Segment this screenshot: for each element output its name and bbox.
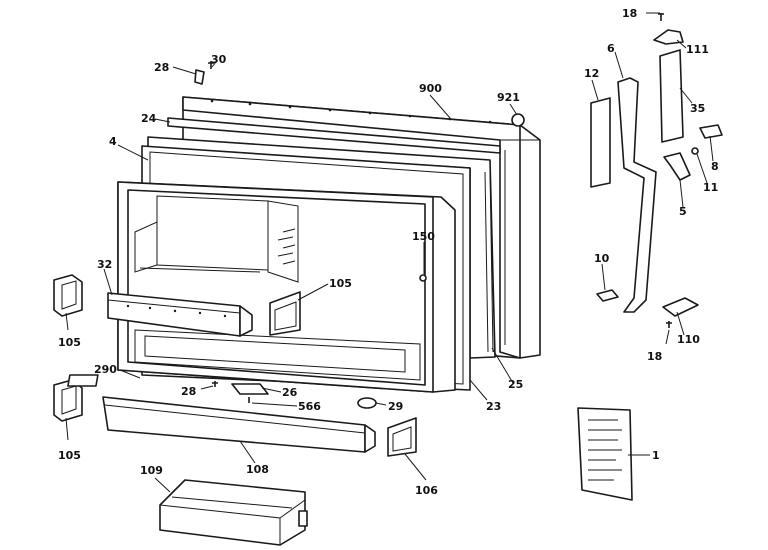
callout-26: 26 bbox=[282, 386, 298, 399]
callout-5: 5 bbox=[679, 205, 687, 218]
callout-4: 4 bbox=[109, 135, 117, 148]
callout-6: 6 bbox=[607, 42, 615, 55]
callout-111: 111 bbox=[686, 43, 709, 56]
breaker-strip bbox=[167, 117, 501, 154]
shelf-end-cap-106 bbox=[387, 417, 417, 457]
callout-566: 566 bbox=[298, 400, 321, 413]
callout-35: 35 bbox=[690, 102, 705, 115]
small-parts bbox=[67, 61, 525, 409]
shelf-end-cap-left-top bbox=[53, 274, 83, 317]
door-bin-109 bbox=[159, 479, 308, 546]
callout-24: 24 bbox=[141, 112, 157, 125]
callout-labels: 18 111 28 30 6 12 35 900 921 24 8 4 11 5… bbox=[58, 7, 719, 497]
callout-32: 32 bbox=[97, 258, 112, 271]
callout-25: 25 bbox=[508, 378, 523, 391]
shelf-end-cap-mid bbox=[269, 291, 301, 336]
door-shelf-108 bbox=[102, 396, 376, 453]
callout-110: 110 bbox=[677, 333, 700, 346]
callout-105-left-top: 105 bbox=[58, 336, 81, 349]
door-liner bbox=[117, 181, 456, 393]
callout-108: 108 bbox=[246, 463, 269, 476]
callout-921: 921 bbox=[497, 91, 520, 104]
callout-29: 29 bbox=[388, 400, 403, 413]
callout-900: 900 bbox=[419, 82, 442, 95]
callout-106: 106 bbox=[415, 484, 438, 497]
callout-8-right: 8 bbox=[711, 160, 719, 173]
door-shelf-32 bbox=[107, 292, 253, 337]
callout-150: 150 bbox=[412, 230, 435, 243]
callout-290: 290 bbox=[94, 363, 117, 376]
callout-11: 11 bbox=[703, 181, 718, 194]
callout-18-bottom: 18 bbox=[647, 350, 662, 363]
callout-105-left-bottom: 105 bbox=[58, 449, 81, 462]
instruction-card bbox=[577, 407, 633, 501]
callout-30: 30 bbox=[211, 53, 227, 66]
leader-lines bbox=[65, 12, 714, 493]
hinge-assembly bbox=[590, 13, 723, 328]
callout-105-mid: 105 bbox=[329, 277, 352, 290]
callout-1: 1 bbox=[652, 449, 660, 462]
callout-28-bottom: 28 bbox=[181, 385, 196, 398]
callout-12: 12 bbox=[584, 67, 599, 80]
callout-23: 23 bbox=[486, 400, 501, 413]
callout-28-top: 28 bbox=[154, 61, 169, 74]
callout-18-top: 18 bbox=[622, 7, 637, 20]
callout-109: 109 bbox=[140, 464, 163, 477]
callout-10: 10 bbox=[594, 252, 610, 265]
